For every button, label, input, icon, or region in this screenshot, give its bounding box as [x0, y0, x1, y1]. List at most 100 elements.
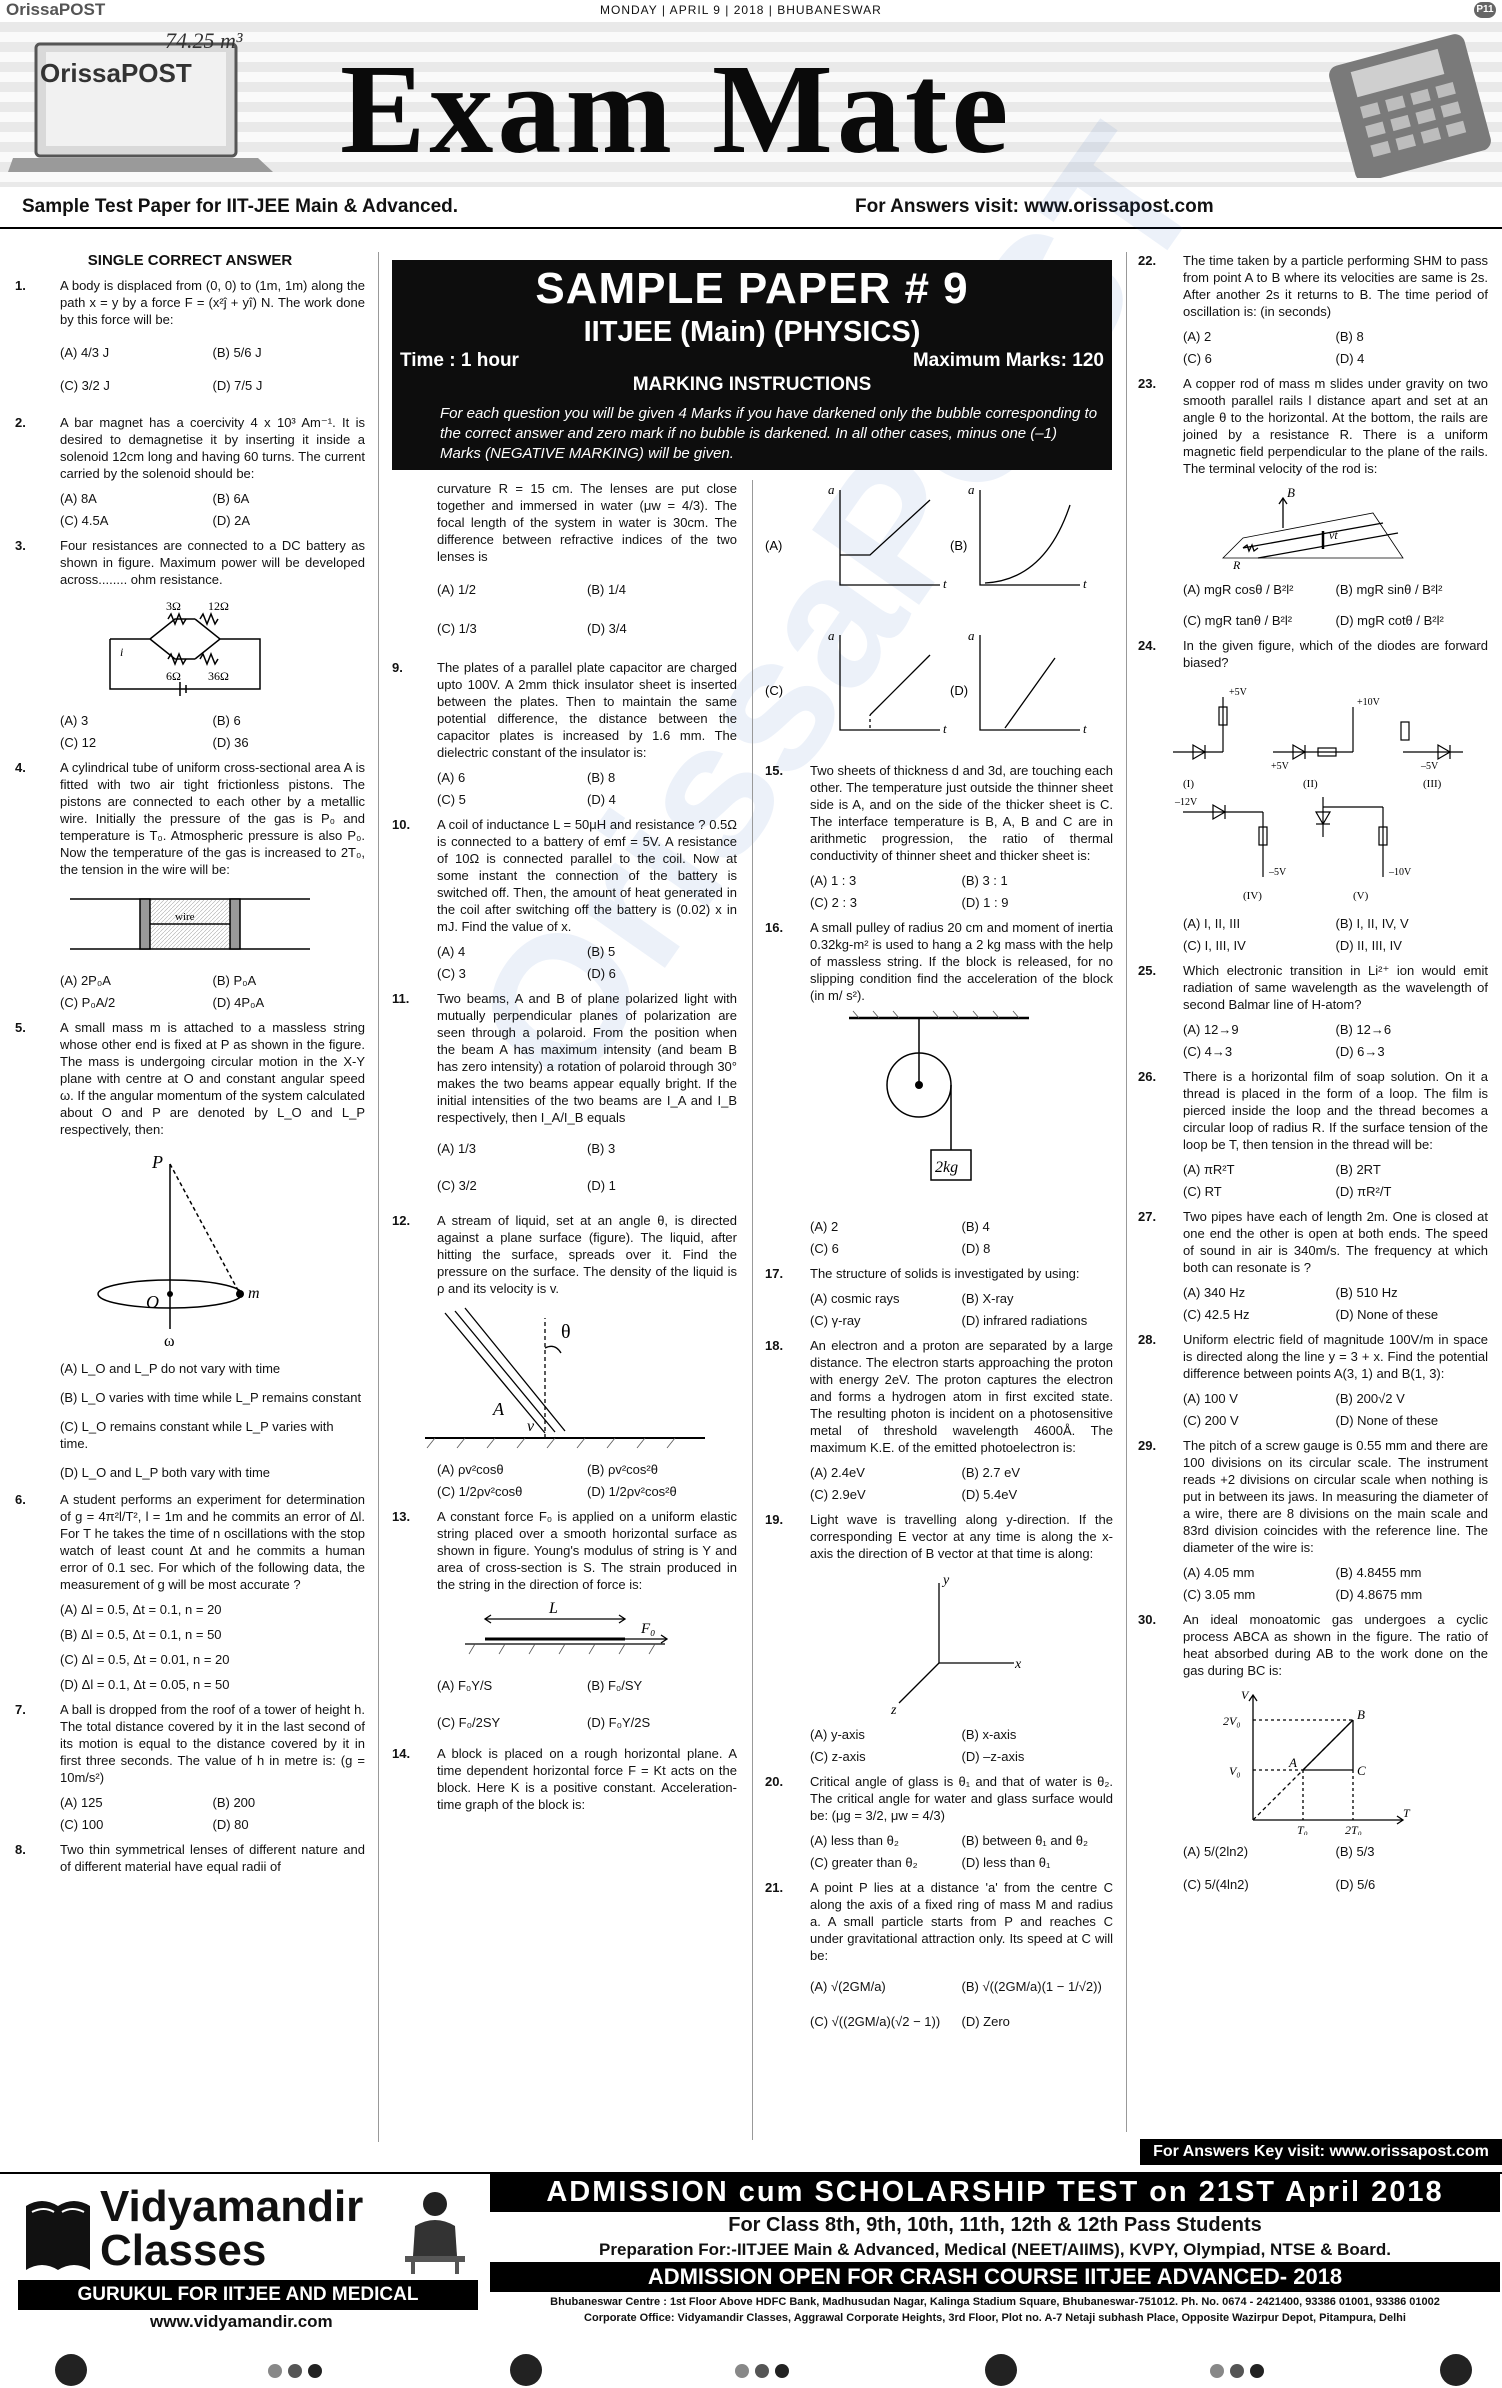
option-c[interactable]: (C) 3/2 J — [60, 378, 110, 393]
option-c[interactable]: (C) 200 V — [1183, 1413, 1239, 1428]
option-a[interactable]: (A) cosmic rays — [810, 1291, 900, 1306]
option-d[interactable]: (D) — [950, 683, 968, 698]
option-c[interactable]: (C) 3/2 — [437, 1178, 477, 1193]
option-d[interactable]: (D) less than θ₁ — [961, 1855, 1051, 1870]
option-c[interactable]: (C) 3 — [437, 966, 466, 981]
option-a[interactable]: (A) 2 — [1183, 329, 1212, 344]
option-c[interactable]: (C) 4.5A — [60, 513, 109, 528]
option-b[interactable]: (B) x-axis — [961, 1727, 1017, 1742]
option-d[interactable]: (D) F₀Y/2S — [587, 1715, 651, 1730]
option-a[interactable]: (A) 340 Hz — [1183, 1285, 1246, 1300]
option-b[interactable]: (B) X-ray — [961, 1291, 1014, 1306]
option-c[interactable]: (C) 1/3 — [437, 621, 477, 636]
option-a[interactable]: (A) 125 — [60, 1795, 103, 1810]
option-c[interactable]: (C) 3.05 mm — [1183, 1587, 1256, 1602]
option-b[interactable]: (B) 5 — [587, 944, 616, 959]
option-a[interactable]: (A) 6 — [437, 770, 466, 785]
option-c[interactable]: (C) γ-ray — [810, 1313, 861, 1328]
option-b[interactable]: (B) 1/4 — [587, 582, 627, 597]
option-b[interactable]: (B) 4 — [961, 1219, 990, 1234]
option-a[interactable]: (A) ρv²cosθ — [437, 1462, 504, 1477]
option-c[interactable]: (C) 1/2ρv²cosθ — [437, 1484, 523, 1499]
option-d[interactable]: (D) 7/5 J — [212, 378, 263, 393]
answer-key-bar[interactable]: For Answers Key visit: www.orissapost.co… — [1140, 2139, 1502, 2165]
option-a[interactable]: (A) 2 — [810, 1219, 839, 1234]
option-a[interactable]: (A) 3 — [60, 713, 89, 728]
option-d[interactable]: (D) L_O and L_P both vary with time — [60, 1465, 271, 1480]
option-b[interactable]: (B) 5/3 — [1335, 1844, 1375, 1859]
option-b[interactable]: (B) √((2GM/a)(1 − 1/√2)) — [961, 1979, 1102, 1994]
option-c[interactable]: (C) mgR tanθ / B²l² — [1183, 613, 1293, 628]
option-a[interactable]: (A) 100 V — [1183, 1391, 1238, 1406]
advertiser-website[interactable]: www.vidyamandir.com — [150, 2312, 333, 2331]
option-b[interactable]: (B) between θ₁ and θ₂ — [961, 1833, 1089, 1848]
option-c[interactable]: (C) L_O remains constant while L_P varie… — [60, 1419, 334, 1451]
option-b[interactable]: (B) 8 — [1335, 329, 1364, 344]
option-c[interactable]: (C) greater than θ₂ — [810, 1855, 918, 1870]
option-d[interactable]: (D) 6 — [587, 966, 616, 981]
option-b[interactable]: (B) 200 — [212, 1795, 256, 1810]
option-c[interactable]: (C) I, III, IV — [1183, 938, 1246, 953]
option-b[interactable]: (B) — [950, 538, 967, 553]
option-b[interactable]: (B) 510 Hz — [1335, 1285, 1398, 1300]
option-b[interactable]: (B) I, II, IV, V — [1335, 916, 1409, 931]
option-c[interactable]: (C) F₀/2SY — [437, 1715, 501, 1730]
option-b[interactable]: (B) 8 — [587, 770, 616, 785]
option-b[interactable]: (B) P₀A — [212, 973, 257, 988]
option-c[interactable]: (C) z-axis — [810, 1749, 866, 1764]
option-a[interactable]: (A) less than θ₂ — [810, 1833, 899, 1848]
option-a[interactable]: (A) — [765, 538, 782, 553]
option-d[interactable]: (D) infrared radiations — [961, 1313, 1088, 1328]
option-c[interactable]: (C) √((2GM/a)(√2 − 1)) — [810, 2014, 941, 2029]
option-b[interactable]: (B) 6A — [212, 491, 250, 506]
option-b[interactable]: (B) 12→6 — [1335, 1022, 1392, 1037]
option-d[interactable]: (D) None of these — [1335, 1413, 1439, 1428]
option-d[interactable]: (D) 1 : 9 — [961, 895, 1009, 910]
option-d[interactable]: (D) 4.8675 mm — [1335, 1587, 1423, 1602]
option-a[interactable]: (A) πR²T — [1183, 1162, 1235, 1177]
option-a[interactable]: (A) F₀Y/S — [437, 1678, 493, 1693]
option-c[interactable]: (C) RT — [1183, 1184, 1222, 1199]
option-c[interactable]: (C) — [765, 683, 783, 698]
option-c[interactable]: (C) P₀A/2 — [60, 995, 116, 1010]
option-b[interactable]: (B) Δl = 0.5, Δt = 0.1, n = 50 — [60, 1627, 222, 1642]
option-b[interactable]: (B) 200√2 V — [1335, 1391, 1405, 1406]
option-a[interactable]: (A) 2P₀A — [60, 973, 111, 988]
option-d[interactable]: (D) mgR cotθ / B²l² — [1335, 613, 1444, 628]
option-c[interactable]: (C) 5 — [437, 792, 466, 807]
option-a[interactable]: (A) 1/2 — [437, 582, 477, 597]
option-c[interactable]: (C) Δl = 0.5, Δt = 0.01, n = 20 — [60, 1652, 230, 1667]
option-d[interactable]: (D) 1 — [587, 1178, 616, 1193]
option-a[interactable]: (A) √(2GM/a) — [810, 1979, 886, 1994]
option-b[interactable]: (B) 2.7 eV — [961, 1465, 1021, 1480]
option-d[interactable]: (D) 6→3 — [1335, 1044, 1385, 1059]
option-a[interactable]: (A) L_O and L_P do not vary with time — [60, 1361, 281, 1376]
option-d[interactable]: (D) Zero — [961, 2014, 1010, 2029]
option-d[interactable]: (D) 3/4 — [587, 621, 627, 636]
option-a[interactable]: (A) 8A — [60, 491, 97, 506]
option-a[interactable]: (A) 5/(2ln2) — [1183, 1844, 1249, 1859]
option-d[interactable]: (D) 80 — [212, 1817, 249, 1832]
option-d[interactable]: (D) 1/2ρv²cos²θ — [587, 1484, 677, 1499]
option-b[interactable]: (B) mgR sinθ / B²l² — [1335, 582, 1443, 597]
option-c[interactable]: (C) 4→3 — [1183, 1044, 1233, 1059]
option-b[interactable]: (B) 3 : 1 — [961, 873, 1008, 888]
option-a[interactable]: (A) 4.05 mm — [1183, 1565, 1255, 1580]
option-b[interactable]: (B) ρv²cos²θ — [587, 1462, 658, 1477]
option-b[interactable]: (B) 3 — [587, 1141, 616, 1156]
option-a[interactable]: (A) 1 : 3 — [810, 873, 857, 888]
option-d[interactable]: (D) 5/6 — [1335, 1877, 1376, 1892]
option-a[interactable]: (A) 1/3 — [437, 1141, 477, 1156]
option-d[interactable]: (D) Δl = 0.1, Δt = 0.05, n = 50 — [60, 1677, 230, 1692]
option-a[interactable]: (A) 2.4eV — [810, 1465, 865, 1480]
option-a[interactable]: (A) 4/3 J — [60, 345, 110, 360]
option-a[interactable]: (A) I, II, III — [1183, 916, 1241, 931]
option-b[interactable]: (B) 6 — [212, 713, 241, 728]
option-c[interactable]: (C) 6 — [1183, 351, 1212, 366]
option-d[interactable]: (D) 5.4eV — [961, 1487, 1018, 1502]
option-d[interactable]: (D) None of these — [1335, 1307, 1439, 1322]
option-b[interactable]: (B) 2RT — [1335, 1162, 1381, 1177]
option-c[interactable]: (C) 2 : 3 — [810, 895, 857, 910]
option-d[interactable]: (D) II, III, IV — [1335, 938, 1402, 953]
option-a[interactable]: (A) 12→9 — [1183, 1022, 1239, 1037]
